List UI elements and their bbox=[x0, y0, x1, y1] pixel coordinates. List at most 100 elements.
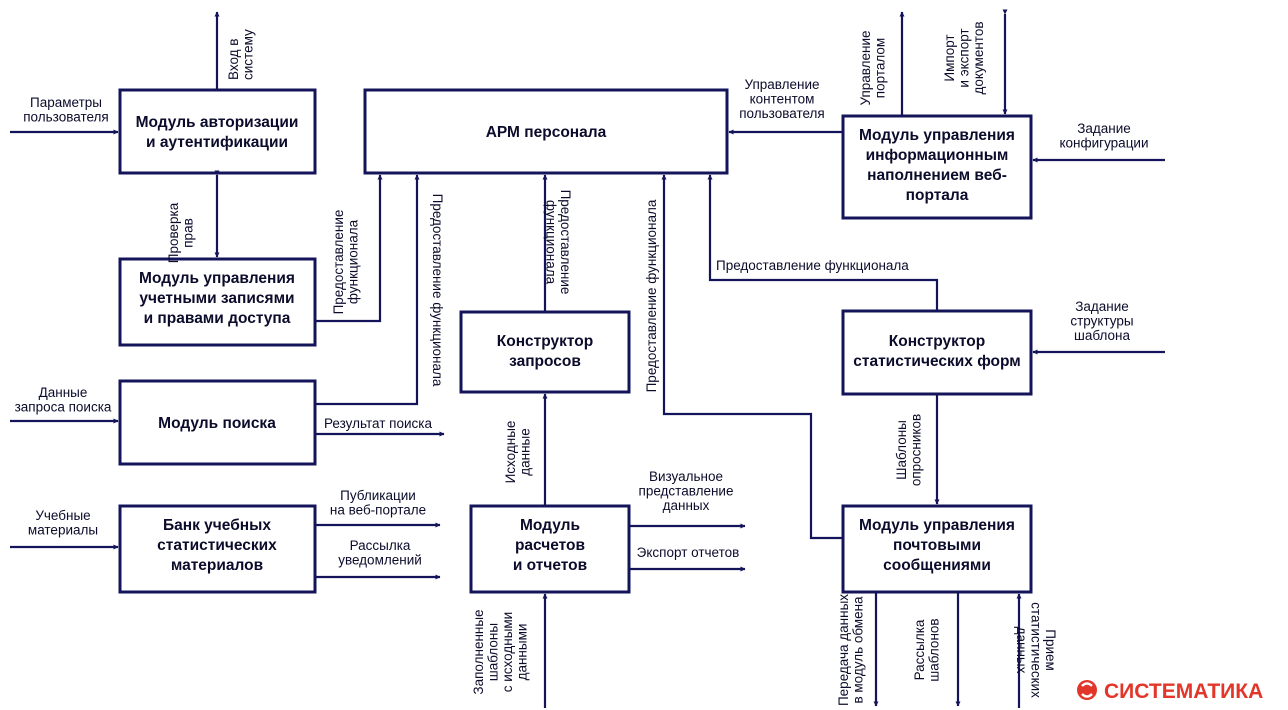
survey-templates-label-line: Шаблоны bbox=[894, 420, 909, 480]
notifications-label-line: Рассылка bbox=[350, 538, 411, 553]
portal-mgmt-label-line: порталом bbox=[873, 38, 888, 98]
func-accounts-label-line: Предоставление bbox=[331, 210, 346, 315]
login-label: Вход всистему bbox=[226, 29, 256, 80]
func-reports-label: Предоставление функционала bbox=[644, 199, 659, 392]
receive-stats-label-line: данных bbox=[1014, 627, 1029, 674]
receive-stats-label-line: статистических bbox=[1029, 602, 1044, 698]
auth-module-label-line: и аутентификации bbox=[146, 134, 288, 151]
accounts-module-box bbox=[118, 257, 317, 347]
func-query-label-line: функционала bbox=[544, 200, 559, 285]
func-search-label-line: Предоставление функционала bbox=[430, 194, 445, 387]
user-params-label-line: пользователя bbox=[23, 110, 109, 125]
mail-module-label-line: Модуль управления bbox=[859, 517, 1015, 534]
func-query-label-line: Предоставление bbox=[558, 190, 573, 295]
arm-personnel-label: АРМ персонала bbox=[486, 124, 607, 141]
query-builder-label: Конструктор запросов bbox=[497, 333, 593, 370]
func-forms-label: Предоставление функционала bbox=[716, 258, 909, 273]
edu-materials-label-line: Учебные bbox=[35, 508, 90, 523]
content-mgmt-label-line: контентом bbox=[750, 92, 815, 107]
check-rights-label-line: прав bbox=[181, 218, 196, 248]
source-data-label-line: данные bbox=[518, 428, 533, 476]
login-label-line: Вход в bbox=[226, 39, 241, 80]
reports-module-box bbox=[469, 504, 631, 594]
search-input-label-line: Данные bbox=[39, 385, 88, 400]
import-export-label-line: и экспорт bbox=[957, 28, 972, 87]
func-search-arrow bbox=[315, 174, 420, 406]
search-module-label: Модуль поиска bbox=[158, 415, 276, 432]
mail-module-label-line: почтовыми bbox=[893, 537, 981, 554]
content-module-label-line: наполнением веб- bbox=[867, 167, 1007, 184]
portal-mgmt-label: Управлениепорталом bbox=[858, 30, 888, 105]
accounts-module-label-line: Модуль управления bbox=[139, 270, 295, 287]
content-module-label-line: информационным bbox=[866, 147, 1009, 164]
search-result-label-line: Результат поиска bbox=[324, 416, 432, 431]
func-accounts-label-line: функционала bbox=[346, 219, 361, 304]
publications-label-line: на веб-портале bbox=[330, 503, 426, 518]
exchange-label-line: в модуль обмена bbox=[851, 596, 866, 704]
check-rights-label-line: Проверка bbox=[166, 202, 181, 263]
import-export-label-line: документов bbox=[971, 22, 986, 95]
func-forms-arrow bbox=[707, 174, 939, 311]
accounts-module-label: Модуль управления учетными записями и прав… bbox=[139, 270, 295, 327]
accounts-module-label-line: учетными записями bbox=[139, 290, 294, 307]
content-mgmt-label-line: Управление bbox=[744, 77, 819, 92]
receive-stats-label: Приемстатистическихданных bbox=[1014, 602, 1058, 698]
query-builder-box bbox=[459, 310, 631, 394]
filled-templates-label-line: Заполненные bbox=[471, 609, 486, 694]
survey-templates-label-line: опросников bbox=[909, 414, 924, 486]
edu-materials-label-line: материалы bbox=[28, 523, 98, 538]
import-export-label: Импорти экспортдокументов bbox=[942, 22, 986, 95]
template-structure-label-line: Задание bbox=[1075, 299, 1129, 314]
query-builder-label-line: Конструктор bbox=[497, 333, 593, 350]
exchange-label-line: Передача данных bbox=[836, 594, 851, 706]
mail-module-box bbox=[841, 504, 1033, 594]
import-export-label-line: Импорт bbox=[942, 34, 957, 81]
filled-templates-label-line: с исходными bbox=[500, 612, 515, 692]
survey-templates-label: Шаблоныопросников bbox=[894, 414, 924, 486]
func-reports-label-line: Предоставление функционала bbox=[644, 199, 659, 392]
edu-bank-label-line: статистических bbox=[157, 537, 277, 554]
func-search-label: Предоставление функционала bbox=[430, 194, 445, 387]
content-module-label-line: Модуль управления bbox=[859, 127, 1015, 144]
content-module-label: Модуль управления информационным наполнени… bbox=[859, 127, 1015, 204]
visual-label-line: данных bbox=[663, 498, 710, 513]
search-module-box bbox=[118, 379, 317, 466]
export-reports-label: Экспорт отчетов bbox=[637, 545, 740, 560]
accounts-module-label-line: и правами доступа bbox=[144, 310, 291, 327]
receive-stats-label-line: Прием bbox=[1043, 629, 1058, 671]
check-rights-label: Проверкаправ bbox=[166, 202, 196, 263]
login-label-line: систему bbox=[241, 29, 256, 80]
func-forms-label-line: Предоставление функционала bbox=[716, 258, 909, 273]
visual-label-line: представление bbox=[639, 484, 734, 499]
send-templates-label: Рассылкашаблонов bbox=[912, 618, 942, 681]
template-structure-label-line: структуры bbox=[1070, 314, 1133, 329]
exchange-label: Передача данныхв модуль обмена bbox=[836, 594, 866, 706]
mail-module-label-line: сообщениями bbox=[883, 557, 991, 574]
user-params-label-line: Параметры bbox=[30, 95, 102, 110]
query-builder-label-line: запросов bbox=[509, 353, 581, 370]
config-label-line: конфигурации bbox=[1059, 136, 1148, 151]
content-module-label-line: портала bbox=[906, 187, 969, 204]
search-input-label-line: запроса поиска bbox=[15, 400, 112, 415]
send-templates-label-line: Рассылка bbox=[912, 619, 927, 680]
arm-personnel-label-line: АРМ персонала bbox=[486, 124, 607, 141]
brand-name: СИСТЕМАТИКА bbox=[1104, 680, 1263, 703]
reports-module-label-line: и отчетов bbox=[513, 557, 587, 574]
func-reports-arrow bbox=[661, 174, 843, 540]
config-label-line: Задание bbox=[1077, 121, 1131, 136]
systematika-logo-icon bbox=[1077, 680, 1097, 700]
auth-module-box bbox=[118, 88, 317, 175]
search-module-label-line: Модуль поиска bbox=[158, 415, 276, 432]
template-structure-label-line: шаблона bbox=[1074, 328, 1130, 343]
func-query-label: Предоставлениефункционала bbox=[544, 190, 574, 295]
source-data-label: Исходныеданные bbox=[503, 421, 533, 484]
